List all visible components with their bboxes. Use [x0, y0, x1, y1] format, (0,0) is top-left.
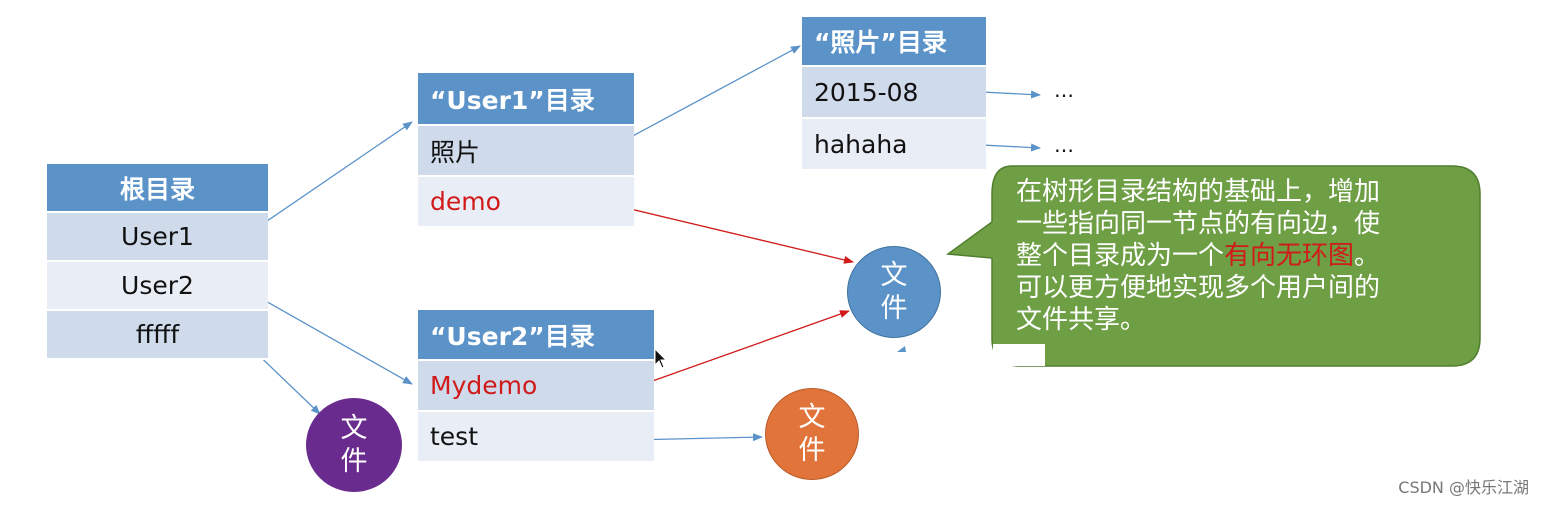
root-directory-table: 根目录 User1 User2 fffff: [47, 164, 268, 360]
arrow-photo-to-photo-dir: [615, 45, 801, 146]
ellipsis-hahaha: …: [1054, 133, 1074, 157]
user2-row-mydemo: Mydemo: [418, 361, 654, 412]
test-file-node: 文 件: [765, 388, 859, 480]
test-file-char-1: 文: [798, 402, 826, 433]
user1-row-photos: 照片: [418, 126, 634, 177]
callout-line-1: 在树形目录结构的基础上，增加: [1016, 177, 1381, 207]
test-file-char-2: 件: [798, 435, 826, 466]
fffff-file-char-2: 件: [340, 446, 368, 477]
photos-row-hahaha: hahaha: [802, 119, 986, 171]
mouse-pointer-icon: [654, 348, 668, 369]
callout-line-3-after: 。: [1354, 241, 1381, 271]
callout-line-5: 文件共享。: [1016, 305, 1147, 335]
callout-highlight: 有向无环图: [1224, 241, 1355, 271]
arrow-mydemo-to-shared-file: [629, 310, 850, 390]
partial-arrowhead: [897, 346, 906, 352]
shared-file-char-2: 件: [880, 293, 908, 324]
shared-file-char-1: 文: [880, 260, 908, 291]
user2-directory-table: “User2”目录 Mydemo test: [418, 310, 654, 463]
watermark: CSDN @快乐江湖: [1398, 478, 1529, 497]
user2-directory-header: “User2”目录: [418, 310, 654, 361]
shared-file-node: 文 件: [847, 246, 941, 338]
user1-row-demo: demo: [418, 177, 634, 228]
callout-line-3: 整个目录成为一个有向无环图。: [1016, 240, 1456, 272]
callout-bubble: [945, 165, 1481, 367]
arrow-user1-to-user1-dir: [247, 121, 413, 235]
arrow-demo-to-shared-file: [621, 206, 854, 264]
callout-line-2: 一些指向同一节点的有向边，使: [1016, 209, 1381, 239]
fffff-file-char-1: 文: [340, 413, 368, 444]
photos-directory-header: “照片”目录: [802, 17, 986, 67]
root-row-user1: User1: [47, 213, 268, 262]
user2-row-test: test: [418, 412, 654, 463]
callout-line-3-before: 整个目录成为一个: [1016, 241, 1225, 271]
user1-directory-table: “User1”目录 照片 demo: [418, 73, 634, 228]
root-row-fffff: fffff: [47, 311, 268, 360]
arrow-user2-to-user2-dir: [247, 290, 413, 385]
user1-directory-header: “User1”目录: [418, 73, 634, 126]
callout-text: 在树形目录结构的基础上，增加 一些指向同一节点的有向边，使 整个目录成为一个有向…: [1016, 176, 1456, 336]
photos-row-2015-08: 2015-08: [802, 67, 986, 119]
ellipsis-2015-08: …: [1054, 78, 1074, 102]
fffff-file-node: 文 件: [306, 398, 402, 492]
root-directory-header: 根目录: [47, 164, 268, 213]
callout-line-4: 可以更方便地实现多个用户间的: [1016, 273, 1381, 303]
photos-directory-table: “照片”目录 2015-08 hahaha: [802, 17, 986, 171]
root-row-user2: User2: [47, 262, 268, 311]
